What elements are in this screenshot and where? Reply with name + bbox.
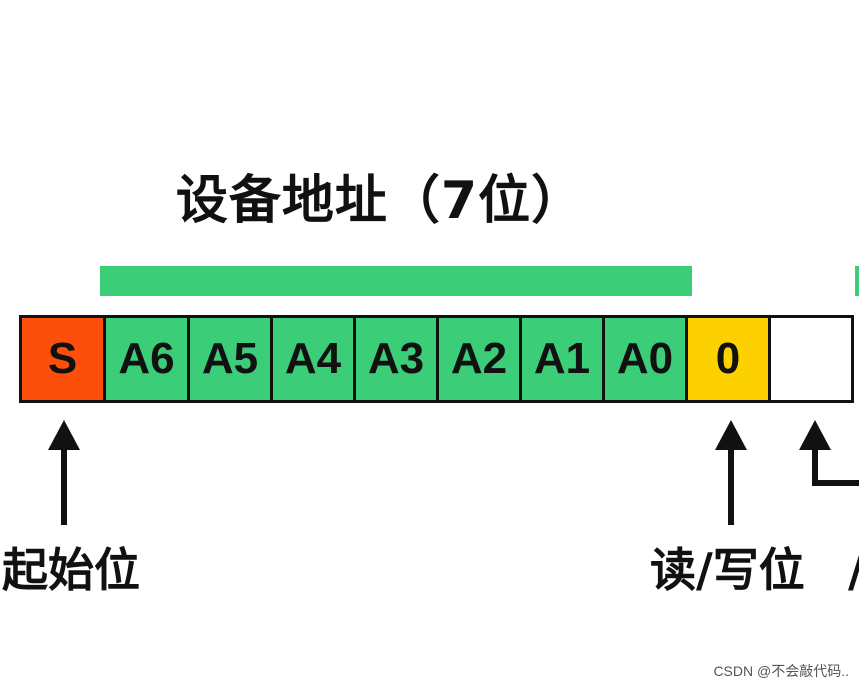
bit-cell: A6 (103, 315, 190, 403)
bit-cell: A2 (436, 315, 522, 403)
rw-arrow (715, 420, 747, 525)
next-span-bar (855, 266, 859, 296)
bit-cell (768, 315, 854, 403)
rw-bit-label: 读/写位 (650, 543, 805, 597)
cut-off-label: / (848, 540, 859, 600)
bit-cell: A3 (353, 315, 439, 403)
bit-cell: 0 (685, 315, 771, 403)
address-title: 设备地址（7位） (175, 171, 585, 231)
start-arrow (48, 420, 80, 525)
ack-arrow (799, 420, 859, 486)
start-bit-label: 起始位 (2, 543, 140, 597)
bit-cell: A1 (519, 315, 605, 403)
watermark: CSDN @不会敲代码.. (713, 663, 849, 679)
address-span-bar (100, 266, 692, 296)
bit-cell: A4 (270, 315, 356, 403)
